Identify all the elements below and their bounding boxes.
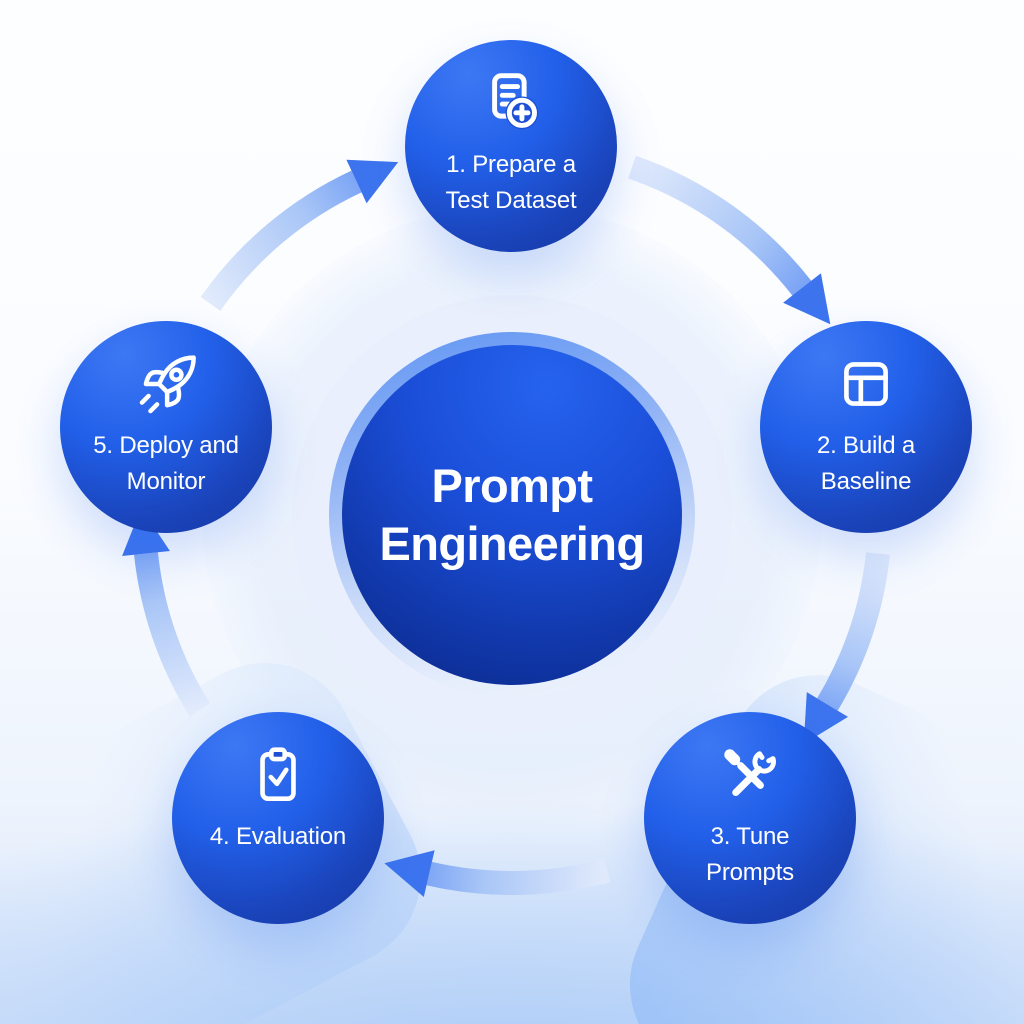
arrow-step1-to-step2: [628, 155, 831, 325]
document-add-icon: [476, 68, 546, 138]
arrow-step4-to-step5: [122, 507, 211, 717]
step-label: 3. Tune Prompts: [706, 823, 794, 886]
diagram-title: Prompt Engineering: [379, 458, 646, 570]
step-label: 1. Prepare a Test Dataset: [445, 151, 577, 214]
step-label: 4. Evaluation: [209, 823, 347, 850]
center-node: Prompt Engineering: [342, 345, 682, 685]
rocket-icon: [131, 349, 201, 419]
clipboard-check-icon: [245, 740, 311, 810]
step-node-3: 3. Tune Prompts: [644, 712, 856, 924]
step-node-5: 5. Deploy and Monitor: [60, 321, 272, 533]
step-node-2: 2. Build a Baseline: [760, 321, 972, 533]
arrow-step5-to-step1: [200, 159, 399, 311]
table-icon: [833, 349, 899, 419]
wrench-screwdriver-icon: [715, 740, 785, 810]
step-node-4: 4. Evaluation: [172, 712, 384, 924]
arrow-step2-to-step3: [803, 552, 890, 744]
step-node-1: 1. Prepare a Test Dataset: [405, 40, 617, 252]
arrow-step3-to-step4: [384, 850, 611, 897]
step-label: 5. Deploy and Monitor: [93, 432, 239, 495]
step-label: 2. Build a Baseline: [816, 432, 916, 495]
